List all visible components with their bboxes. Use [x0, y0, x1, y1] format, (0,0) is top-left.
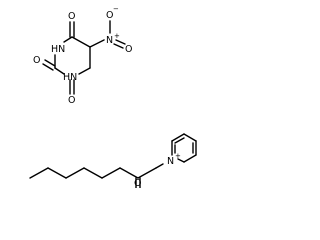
bond-py-inner-1	[174, 137, 185, 144]
bond-c2-o-double-a	[44, 59, 56, 67]
bond-n1-c2	[54, 67, 65, 75]
atom-o-nitro-top: O	[106, 10, 113, 21]
bond-chain-2	[47, 167, 67, 179]
bond-c6-n1	[78, 67, 91, 75]
atom-o-left: O	[33, 55, 40, 66]
bond-py-c3-c4	[183, 133, 197, 142]
bond-chain-8	[155, 163, 164, 169]
atom-nh-top: HN	[51, 44, 65, 55]
bond-chain-3	[65, 167, 85, 179]
bond-py-c5-c6	[183, 154, 197, 163]
bond-chain-6	[119, 167, 139, 179]
atom-o-ketone: O	[134, 178, 141, 188]
pyridinium-molecule: O N +	[29, 133, 197, 188]
bond-n-o-nitro-double-a	[115, 39, 126, 45]
bond-chain-5	[101, 167, 121, 179]
atom-o-nitro-right: O	[125, 44, 132, 55]
charge-n-pyridinium: +	[175, 152, 181, 160]
bond-c5-n-nitro	[89, 39, 105, 48]
atom-n-nitro: N	[106, 35, 113, 46]
bond-c2-o-double-b	[42, 63, 54, 71]
bond-chain-4	[83, 167, 103, 179]
bond-chain-1	[29, 167, 49, 179]
bond-py-c6-n	[177, 158, 185, 163]
bond-n3-c4	[63, 36, 73, 43]
bond-n-o-nitro-double-b	[113, 43, 124, 49]
bond-py-c2-c3	[171, 133, 185, 142]
charge-n-nitro: +	[114, 32, 120, 40]
structure-drawing: O O O HN HN N + O − O	[29, 5, 197, 188]
atom-o-top: O	[68, 11, 75, 22]
atom-nh-bottom: HN	[63, 72, 77, 83]
barbituric-acid-molecule: O O O HN HN N + O − O	[33, 5, 132, 106]
chemical-structure-canvas: O O O HN HN N + O − O	[29, 5, 197, 188]
atom-o-bottom: O	[68, 95, 75, 106]
atom-n-pyridinium: N	[167, 156, 174, 167]
charge-o-nitro-top: −	[113, 5, 119, 13]
bond-c4-c5	[71, 36, 91, 48]
bond-chain-7	[137, 167, 157, 179]
